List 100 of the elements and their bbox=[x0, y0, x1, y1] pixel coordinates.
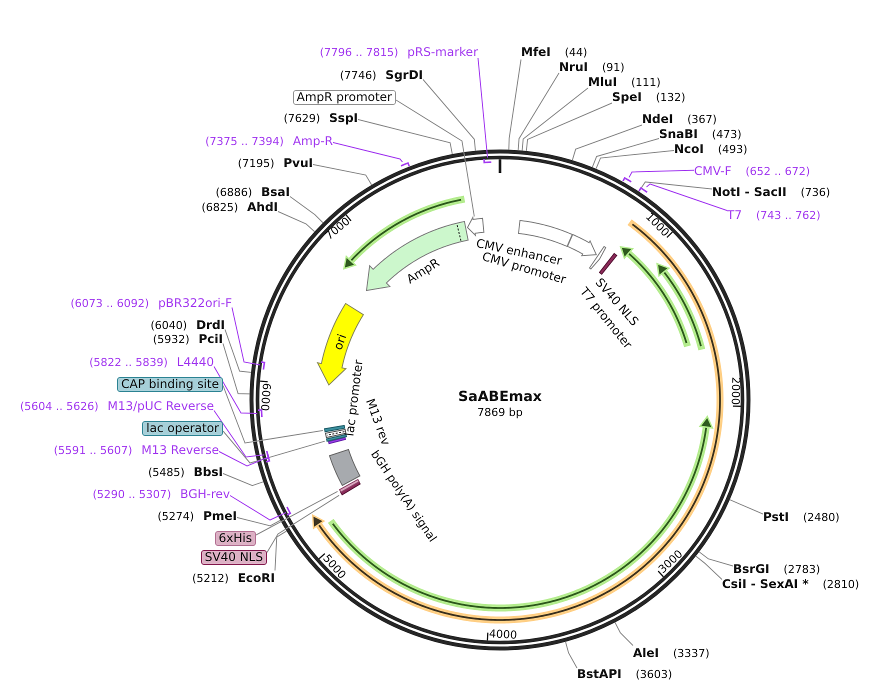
plasmid-name: SaABEmax bbox=[458, 389, 542, 406]
cut-position: (493) bbox=[718, 142, 748, 156]
cut-position: (736) bbox=[800, 184, 830, 200]
cut-position: (5485) bbox=[148, 464, 185, 480]
cut-position: (473) bbox=[712, 126, 742, 142]
leader-line bbox=[224, 329, 252, 373]
primer-position: (652 .. 672) bbox=[745, 164, 810, 178]
cut-position: (5212) bbox=[192, 570, 229, 586]
enzyme-name: MluI bbox=[588, 74, 618, 90]
cut-position: (367) bbox=[687, 112, 717, 126]
primer-name: M13/pUC Reverse bbox=[108, 398, 214, 414]
leader-line bbox=[592, 138, 660, 168]
tick-label: 4000 bbox=[488, 628, 518, 642]
cut-position: (6886) bbox=[216, 184, 252, 200]
primer-position: (5290 .. 5307) bbox=[92, 486, 172, 502]
leader-line bbox=[290, 196, 324, 224]
leader-line bbox=[232, 307, 261, 366]
primer-name: Amp-R bbox=[292, 134, 333, 148]
cut-position: (6040) bbox=[150, 318, 188, 332]
leader-line bbox=[222, 343, 250, 394]
leader-line bbox=[518, 72, 560, 151]
cut-position: (2480) bbox=[802, 510, 840, 524]
primer-name: L4440 bbox=[176, 354, 214, 370]
feature-label: AmpR promoter bbox=[292, 90, 396, 104]
cut-position: (7195) bbox=[238, 156, 274, 170]
primer-position: (5591 .. 5607) bbox=[54, 442, 132, 458]
primer-name: pRS-marker bbox=[407, 44, 478, 60]
enzyme-name: SspI bbox=[329, 110, 358, 126]
leader-line bbox=[628, 170, 694, 178]
leader-line bbox=[478, 58, 488, 158]
enzyme-name: CsiI - SexAI * bbox=[722, 576, 809, 592]
plasmid-size: 7869 bp bbox=[477, 406, 523, 419]
leader-line bbox=[230, 495, 287, 521]
cut-position: (3603) bbox=[636, 666, 672, 682]
enzyme-name: MfeI bbox=[521, 44, 551, 60]
primer-name: M13 Reverse bbox=[141, 442, 219, 458]
leader-line bbox=[596, 150, 674, 170]
cut-position: (7746) bbox=[340, 68, 376, 82]
leader-line bbox=[646, 183, 728, 211]
leader-line bbox=[614, 622, 634, 646]
cut-position: (132) bbox=[656, 90, 686, 104]
cut-position: (2783) bbox=[784, 562, 820, 576]
leader-line bbox=[572, 124, 642, 161]
feature-label: M13 rev bbox=[363, 396, 393, 448]
tick-label: 2000 bbox=[728, 376, 742, 405]
leader-line bbox=[256, 490, 338, 536]
cut-position: (91) bbox=[602, 60, 625, 74]
leader-line bbox=[332, 142, 403, 162]
leader-line bbox=[274, 530, 288, 571]
feature-label: lac promoter bbox=[342, 359, 366, 437]
leader-line bbox=[312, 164, 372, 186]
leader-line bbox=[422, 79, 476, 152]
leader-line bbox=[218, 451, 266, 467]
cut-position: (3337) bbox=[673, 646, 710, 660]
primer-name: CMV-F bbox=[694, 164, 732, 178]
enzyme-name: BstAPI bbox=[577, 666, 622, 682]
leader-line bbox=[565, 641, 578, 668]
cut-position: (6825) bbox=[202, 200, 238, 214]
leader-line bbox=[358, 119, 453, 155]
leader-line bbox=[729, 499, 764, 514]
leader-line bbox=[508, 59, 522, 150]
leader-line bbox=[222, 385, 324, 444]
primer-name: BGH-rev bbox=[180, 486, 230, 502]
leader-line bbox=[638, 181, 712, 192]
cut-position: (7629) bbox=[284, 110, 320, 126]
leader-line bbox=[526, 102, 612, 152]
cut-position: (5274) bbox=[158, 508, 194, 524]
enzyme-name: NotI - SacII bbox=[712, 184, 787, 200]
enzyme-name: PmeI bbox=[203, 508, 237, 524]
leader-line bbox=[695, 556, 722, 580]
enzyme-name: SgrDI bbox=[385, 68, 423, 82]
feature-label: SV40 NLS bbox=[200, 550, 267, 564]
enzyme-name: PstI bbox=[763, 510, 789, 524]
primer-position: (7375 .. 7394) bbox=[205, 134, 284, 148]
enzyme-name: SpeI bbox=[612, 90, 642, 104]
tick-label: 6000 bbox=[257, 382, 272, 412]
cut-position: (111) bbox=[631, 74, 661, 90]
primer-position: (743 .. 762) bbox=[756, 208, 821, 222]
enzyme-name: SnaBI bbox=[659, 126, 698, 142]
leader-line bbox=[222, 430, 326, 464]
primer-position: (5822 .. 5839) bbox=[89, 354, 168, 370]
enzyme-name: NdeI bbox=[642, 112, 674, 126]
feature-label: ori bbox=[330, 332, 350, 352]
enzyme-name: PciI bbox=[198, 332, 223, 346]
enzyme-name: BsrGI bbox=[733, 562, 770, 576]
enzyme-name: DrdI bbox=[196, 318, 225, 332]
leader-line bbox=[236, 517, 281, 526]
leader-line bbox=[222, 473, 264, 486]
leader-line bbox=[522, 88, 588, 151]
primer-position: (5604 .. 5626) bbox=[20, 398, 98, 414]
leader-line bbox=[214, 410, 265, 458]
primer-position: (6073 .. 6092) bbox=[70, 296, 150, 310]
enzyme-name: EcoRI bbox=[238, 570, 275, 586]
leader-line bbox=[698, 551, 734, 566]
enzyme-name: PvuI bbox=[283, 156, 313, 170]
cut-position: (2810) bbox=[822, 576, 860, 592]
primer-name: pBR322ori-F bbox=[158, 296, 232, 310]
enzyme-name: NruI bbox=[559, 60, 588, 74]
cut-position: (5932) bbox=[152, 332, 190, 346]
leader-line bbox=[214, 366, 258, 414]
